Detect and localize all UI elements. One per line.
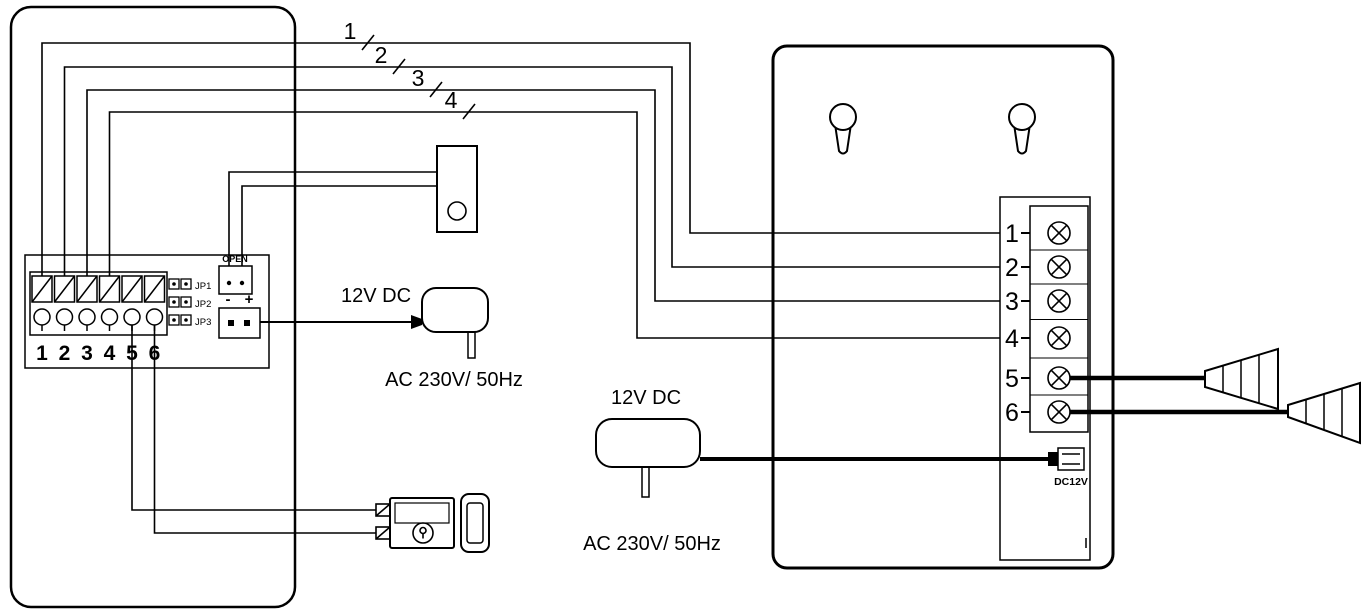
- screw-terminal-2: [1047, 255, 1071, 279]
- terminal-number: 3: [81, 342, 93, 365]
- power-connector: - +: [218, 291, 261, 339]
- jumper-label: JP1: [195, 281, 211, 292]
- terminal-screw-holes: [33, 308, 164, 331]
- jumper-jp1: JP1: [168, 278, 211, 292]
- strike-plate: [460, 493, 490, 553]
- monitor-terminal-strip: [1029, 205, 1089, 433]
- wire-labels: 1 2 3 4: [344, 18, 458, 113]
- wire-1-label: 1: [344, 18, 357, 44]
- dc-input-label: DC12V: [1054, 476, 1088, 488]
- screw-terminal-5: [1047, 366, 1071, 390]
- terminal-number: 2: [1005, 254, 1019, 282]
- terminal-number: 4: [1005, 325, 1019, 353]
- dc-input-connector: DC12V: [1048, 447, 1088, 488]
- wire-4-tick: [462, 103, 476, 120]
- screw-terminal-icons: [1047, 221, 1071, 424]
- wire-4-label: 4: [445, 87, 458, 113]
- lock-keyhole-icon: [419, 526, 427, 535]
- wire-2-label: 2: [375, 42, 388, 68]
- wire-4: [108, 111, 1000, 339]
- monitor-terminal-numbers: 1 2 3 4 5 6: [1005, 220, 1019, 427]
- adapter-right-dc-label: 12V DC: [611, 387, 681, 409]
- horn-speaker-left-icon: [1204, 347, 1279, 411]
- wire-3: [86, 89, 1000, 302]
- wire-1-tick: [361, 34, 375, 51]
- exit-button-wire-2: [241, 185, 437, 266]
- wire-3-label: 3: [412, 65, 425, 91]
- exit-button-wire-1: [228, 171, 437, 266]
- terminal-number: 5: [1005, 365, 1019, 393]
- lock-wire-6: [153, 325, 376, 534]
- polarity-plus-label: +: [245, 291, 254, 308]
- wire-3-tick: [429, 81, 443, 98]
- mounting-keyhole-left: [829, 103, 857, 155]
- terminal-contacts: [31, 275, 166, 303]
- exit-button-body: [436, 145, 478, 233]
- adapter-left-ac-label: AC 230V/ 50Hz: [385, 369, 523, 391]
- pcb-board: [24, 254, 270, 369]
- wire-2-tick: [392, 58, 406, 75]
- jumper-jp2: JP2: [168, 296, 211, 310]
- terminal-block-frame: [29, 271, 168, 336]
- terminal-number: 2: [59, 342, 71, 365]
- exit-button-unit: [228, 145, 478, 266]
- terminal-number: 1: [36, 342, 48, 365]
- terminal-number: 6: [1005, 399, 1019, 427]
- terminal-number: 1: [1005, 220, 1019, 248]
- polarity-minus-label: -: [226, 291, 231, 308]
- wire-2: [63, 66, 1000, 276]
- monitor-outline: [771, 44, 1115, 570]
- screw-terminal-1: [1047, 221, 1071, 245]
- door-station-terminal-numbers: 1 2 3 4 5 6: [36, 342, 160, 365]
- screw-terminal-4: [1047, 326, 1071, 350]
- adapter-left-dc-label: 12V DC: [341, 285, 411, 307]
- jumper-block: JP1 JP2 JP3: [168, 278, 211, 328]
- indoor-monitor: 1 2 3 4 5 6 DC12V: [771, 44, 1115, 570]
- mounting-keyhole-right: [1008, 103, 1036, 155]
- adapter-left-prong: [467, 331, 476, 359]
- jumper-label: JP2: [195, 299, 211, 310]
- terminal-block: [29, 271, 168, 336]
- electric-strike-body: [375, 497, 455, 549]
- jumper-label: JP3: [195, 317, 211, 328]
- power-adapter-left: 12V DC AC 230V/ 50Hz: [260, 285, 523, 391]
- bus-wires: [41, 34, 1000, 339]
- door-lock-unit: [131, 325, 490, 553]
- adapter-right-body: [595, 418, 701, 468]
- adapter-left-plug-tip: [411, 315, 422, 329]
- terminal-number-dashes: [1021, 232, 1030, 413]
- terminal-number: 3: [1005, 288, 1019, 316]
- adapter-left-body: [421, 287, 489, 333]
- adapter-right-prong: [641, 466, 650, 498]
- screw-terminal-6: [1047, 400, 1071, 424]
- lock-wire-5: [131, 325, 376, 511]
- horn-speakers: [1070, 347, 1361, 445]
- door-station-outline: [9, 5, 297, 609]
- power-adapter-right: 12V DC AC 230V/ 50Hz: [583, 387, 1050, 555]
- horn-speaker-right-icon: [1287, 381, 1361, 445]
- adapter-right-ac-label: AC 230V/ 50Hz: [583, 533, 721, 555]
- screw-terminal-3: [1047, 289, 1071, 313]
- terminal-number: 4: [104, 342, 116, 365]
- wire-1: [41, 42, 1000, 276]
- open-label: OPEN: [222, 254, 248, 264]
- jumper-jp3: JP3: [168, 314, 211, 328]
- exit-button-circle: [447, 201, 467, 221]
- door-station: 1 2 3 4 5 6 JP1 JP2 JP3: [9, 5, 297, 609]
- open-connector: OPEN: [218, 254, 253, 295]
